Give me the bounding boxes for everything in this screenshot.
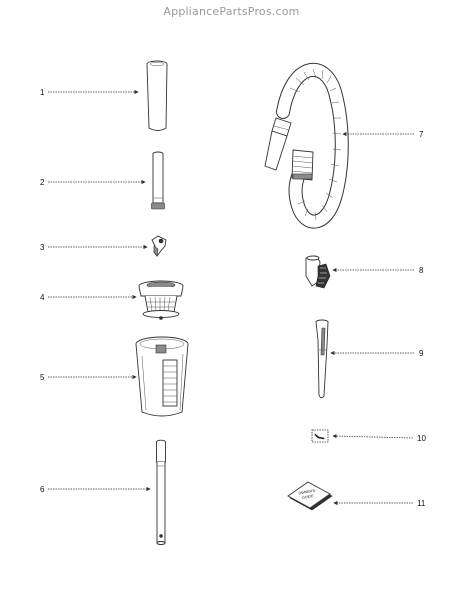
part-2-extension-tube[interactable] (151, 151, 165, 210)
callout-8: 8 (332, 266, 424, 275)
callout-9-number: 9 (419, 349, 424, 358)
callout-11: 11 (333, 499, 426, 508)
callout-11-number: 11 (417, 499, 426, 508)
callout-9: 9 (330, 349, 424, 358)
callout-6: 6 (40, 485, 151, 494)
callout-7-number: 7 (419, 130, 424, 139)
callout-10-number: 10 (417, 434, 426, 443)
callout-3: 3 (40, 243, 148, 252)
part-7-hose[interactable] (264, 62, 349, 229)
part-4-filter[interactable] (138, 280, 184, 320)
part-9-crevice-tool[interactable] (315, 319, 329, 399)
callout-1-number: 1 (40, 88, 45, 97)
part-1-wand-tube[interactable] (146, 60, 168, 131)
part-3-latch-clip[interactable] (151, 235, 167, 257)
part-11-owners-guide[interactable]: OWNER'S GUIDE (287, 481, 333, 511)
manual-cover-line-2: GUIDE (302, 494, 314, 500)
callout-10: 10 (332, 433, 426, 443)
callout-4: 4 (40, 293, 137, 302)
callout-6-number: 6 (40, 485, 45, 494)
part-6-long-wand[interactable] (156, 439, 166, 545)
callout-3-number: 3 (40, 243, 45, 252)
part-10-small-parts-bag[interactable] (311, 429, 329, 443)
part-5-dirt-cup[interactable] (135, 336, 189, 417)
watermark: AppliancePartsPros.com (163, 5, 300, 18)
callout-8-number: 8 (419, 266, 424, 275)
callout-4-number: 4 (40, 293, 45, 302)
manual-cover-line-1: OWNER'S (298, 488, 316, 495)
callout-5-number: 5 (40, 373, 45, 382)
callout-5: 5 (40, 373, 137, 382)
callout-7: 7 (342, 130, 424, 139)
callout-2-number: 2 (40, 178, 45, 187)
callout-2: 2 (40, 178, 146, 187)
callout-1: 1 (40, 88, 139, 97)
part-8-dusting-brush[interactable] (305, 255, 331, 289)
